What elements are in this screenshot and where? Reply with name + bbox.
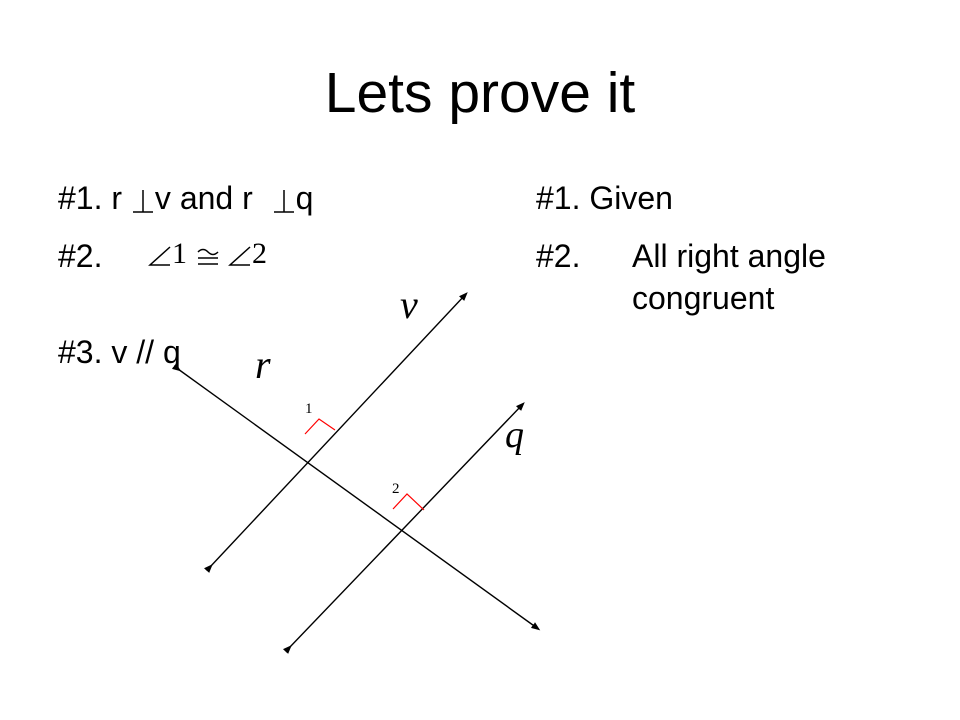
label-q: q bbox=[505, 414, 524, 456]
line-q bbox=[283, 402, 525, 655]
angle-1-label: 1 bbox=[172, 237, 187, 270]
label-r: r bbox=[255, 342, 271, 387]
perpendicular-icon bbox=[132, 189, 153, 213]
slide-title: Lets prove it bbox=[324, 61, 636, 125]
reason-2-line1: All right angle bbox=[632, 238, 826, 274]
right-angle-marker-2 bbox=[392, 493, 425, 511]
angle-label-2: 2 bbox=[392, 481, 400, 497]
line-r bbox=[171, 363, 541, 631]
statement-2: #2. bbox=[58, 236, 102, 276]
congruent-icon bbox=[196, 248, 219, 265]
reason-2-line2: congruent bbox=[632, 280, 775, 316]
reason-2-label: #2. bbox=[536, 238, 581, 274]
right-angle-marker-1 bbox=[304, 418, 336, 435]
perpendicular-icon bbox=[273, 189, 294, 213]
statement-1-end: q bbox=[295, 180, 314, 216]
statement-1-mid: v and r bbox=[154, 180, 253, 216]
statement-1: #1. r v and r q bbox=[58, 178, 313, 218]
reason-1: #1. Given bbox=[536, 180, 673, 216]
label-v: v bbox=[400, 282, 418, 327]
statement-2-prefix: #2. bbox=[58, 238, 103, 274]
angle-icon bbox=[148, 246, 171, 266]
angle-2-label: 2 bbox=[252, 237, 267, 270]
angle-label-1: 1 bbox=[305, 401, 313, 417]
angle-icon bbox=[228, 246, 251, 266]
angle-congruence: 1 2 bbox=[148, 234, 267, 274]
statement-3: #3. v // q bbox=[58, 334, 181, 370]
statement-1-prefix: #1. r bbox=[58, 180, 123, 216]
line-v bbox=[204, 292, 468, 574]
